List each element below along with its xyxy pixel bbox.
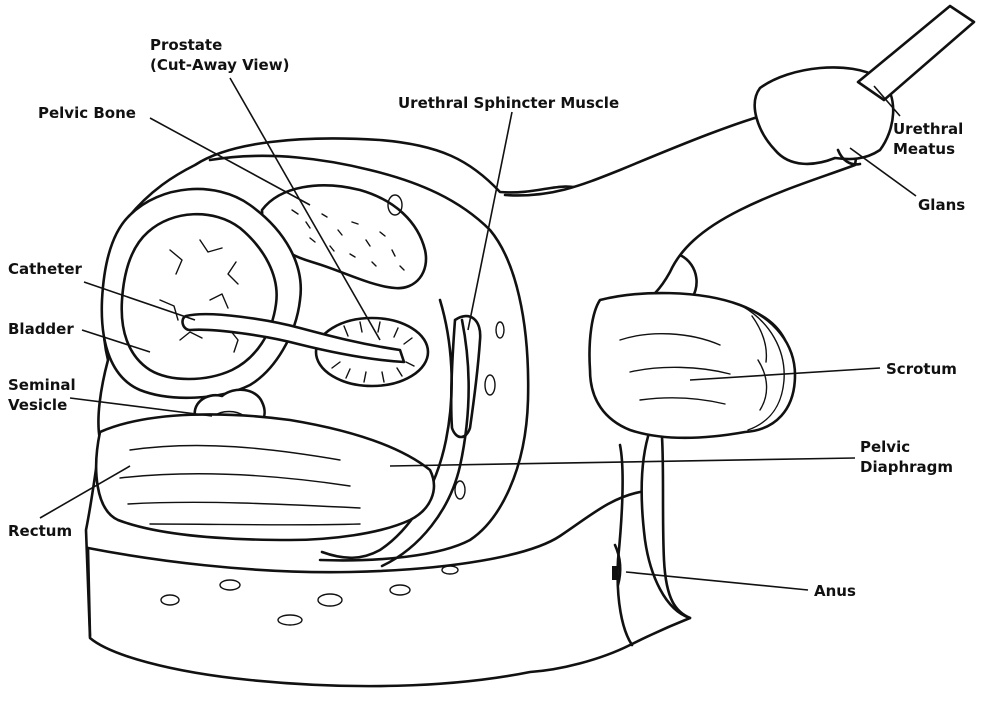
label-scrotum: Scrotum — [886, 360, 957, 378]
catheter-external-tube — [858, 6, 974, 100]
label-pelvic-diaphragm-line1: Pelvic — [860, 438, 910, 456]
label-prostate-line2: (Cut-Away View) — [150, 56, 289, 74]
label-bladder: Bladder — [8, 320, 74, 338]
label-urethral-meatus-line1: Urethral — [893, 120, 963, 138]
label-rectum: Rectum — [8, 522, 72, 540]
label-catheter: Catheter — [8, 260, 82, 278]
scrotum-shape — [589, 293, 795, 438]
label-urethral-sphincter: Urethral Sphincter Muscle — [398, 94, 619, 112]
label-seminal-vesicle-line1: Seminal — [8, 376, 76, 394]
label-pelvic-diaphragm-line2: Diaphragm — [860, 458, 953, 476]
label-prostate-line1: Prostate — [150, 36, 222, 54]
label-seminal-vesicle-line2: Vesicle — [8, 396, 67, 414]
label-urethral-meatus-line2: Meatus — [893, 140, 955, 158]
label-anus: Anus — [814, 582, 856, 600]
label-glans: Glans — [918, 196, 965, 214]
label-pelvic-bone: Pelvic Bone — [38, 104, 136, 122]
